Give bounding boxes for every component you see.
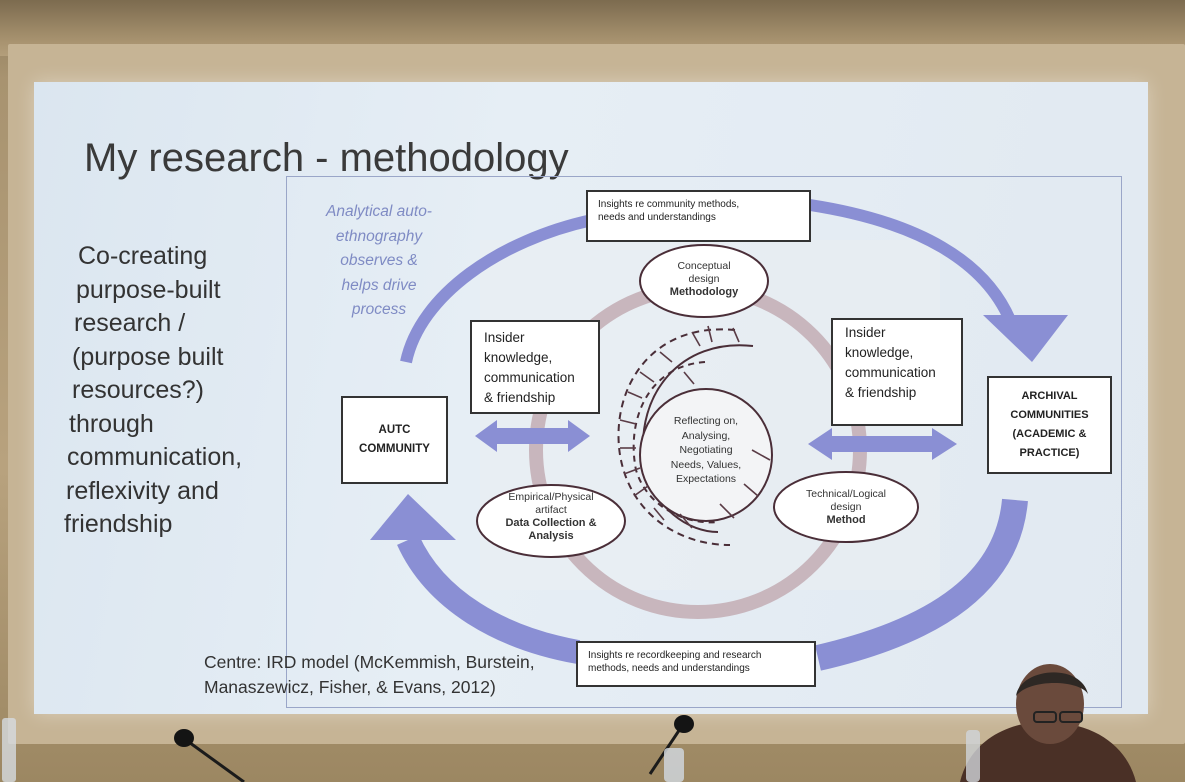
centre-line: Needs, Values,	[670, 458, 742, 471]
centre-line: Negotiating	[679, 444, 733, 456]
oval-line: artifact	[535, 504, 567, 516]
oval-empirical	[476, 484, 626, 558]
ao-line: helps drive	[341, 276, 417, 294]
insider-line: & friendship	[845, 385, 917, 400]
left-line: reflexivity and	[66, 476, 219, 505]
box-line: Insights re community methods,	[598, 199, 740, 210]
insights-recordkeeping-box: Insights re recordkeeping and research m…	[576, 641, 816, 687]
oval-line: Technical/Logical	[806, 488, 886, 500]
box-line: methods, needs and understandings	[588, 663, 750, 674]
autc-community-node: AUTC COMMUNITY	[341, 396, 448, 484]
outer-arrowhead-left	[370, 494, 456, 540]
centre-line: Expectations	[675, 473, 737, 485]
insights-community-box: Insights re community methods, needs and…	[586, 190, 811, 242]
outer-arrow-top-left	[400, 214, 594, 364]
node-line: COMMUNITY	[359, 443, 430, 455]
microphone-left-icon	[174, 729, 245, 782]
citation-line: Manaszewicz, Fisher, & Evans, 2012)	[204, 677, 496, 697]
left-line: through	[69, 409, 154, 438]
outer-arrow-top-right	[809, 199, 1016, 323]
left-line: (purpose built	[72, 342, 224, 371]
ao-line: ethnography	[335, 227, 423, 245]
ao-line: Analytical auto-	[326, 203, 432, 220]
left-line: friendship	[64, 510, 173, 538]
oval-line: design	[688, 273, 720, 285]
presenter-figure	[960, 664, 1136, 782]
citation: Centre: IRD model (McKemmish, Burstein, …	[204, 650, 535, 700]
node-line: (ACADEMIC &	[1012, 428, 1087, 440]
insider-line: knowledge,	[845, 345, 914, 360]
slide-left-text: Co-creating purpose-built research / (pu…	[64, 240, 294, 542]
left-line: Co-creating	[78, 242, 208, 270]
double-arrow-right	[808, 428, 957, 460]
oval-line: Conceptual	[677, 260, 731, 272]
centre-line: Analysing,	[681, 429, 731, 442]
node-line: PRACTICE)	[1019, 447, 1080, 459]
microphone-centre-icon	[648, 715, 694, 782]
technical-design-label: Technical/Logical design Method	[784, 488, 908, 527]
left-line: research /	[74, 309, 186, 337]
outer-arrowhead-right	[983, 315, 1068, 362]
oval-technical	[773, 471, 919, 543]
auto-ethnography-note: Analytical auto- ethnography observes & …	[304, 200, 454, 323]
insider-knowledge-box-left: Insider knowledge, communication & frien…	[470, 320, 600, 414]
outer-arrow-bottom-right	[815, 498, 1028, 671]
insider-line: Insider	[484, 330, 525, 345]
node-line: COMMUNITIES	[1010, 409, 1089, 421]
node-line: AUTC	[378, 424, 411, 436]
left-line: purpose-built	[76, 275, 221, 304]
oval-bold-line: Methodology	[669, 286, 739, 298]
conceptual-design-label: Conceptual design Methodology	[650, 260, 758, 299]
spiral-dashed-outer	[617, 328, 736, 546]
empirical-artifact-label: Empirical/Physical artifact Data Collect…	[486, 491, 616, 543]
ao-line: observes &	[340, 252, 418, 269]
centre-reflecting-label: Reflecting on, Analysing, Negotiating Ne…	[650, 414, 762, 487]
outer-arrow-bottom-left	[397, 534, 581, 664]
centre-line: Reflecting on,	[673, 415, 739, 427]
water-bottle-icon	[2, 718, 16, 782]
insider-line: & friendship	[484, 390, 556, 405]
insider-line: Insider	[845, 325, 886, 340]
oval-line: Empirical/Physical	[508, 491, 594, 503]
ao-line: process	[351, 301, 407, 318]
node-line: ARCHIVAL	[1021, 390, 1078, 402]
oval-line: design	[830, 501, 862, 513]
left-line: resources?)	[72, 376, 204, 404]
box-line: Insights re recordkeeping and research	[588, 650, 762, 661]
archival-communities-node: ARCHIVAL COMMUNITIES (ACADEMIC & PRACTIC…	[987, 376, 1112, 474]
insider-line: communication	[484, 370, 575, 385]
left-line: communication,	[67, 443, 243, 471]
box-line: needs and understandings	[598, 212, 716, 223]
insider-line: knowledge,	[484, 350, 553, 365]
insider-line: communication	[845, 365, 936, 380]
double-arrow-left	[475, 420, 590, 452]
oval-bold-line: Data Collection &	[505, 517, 597, 529]
spiral-small-arrows	[619, 325, 771, 529]
oval-conceptual	[639, 244, 769, 318]
oval-bold-line: Analysis	[528, 530, 574, 542]
oval-bold-line: Method	[826, 514, 866, 526]
citation-line: Centre: IRD model (McKemmish, Burstein,	[204, 652, 535, 672]
slide-title: My research - methodology	[84, 136, 569, 180]
insider-knowledge-box-right: Insider knowledge, communication & frien…	[831, 318, 963, 426]
centre-circle	[639, 388, 773, 522]
diagram-frame	[286, 176, 1122, 708]
